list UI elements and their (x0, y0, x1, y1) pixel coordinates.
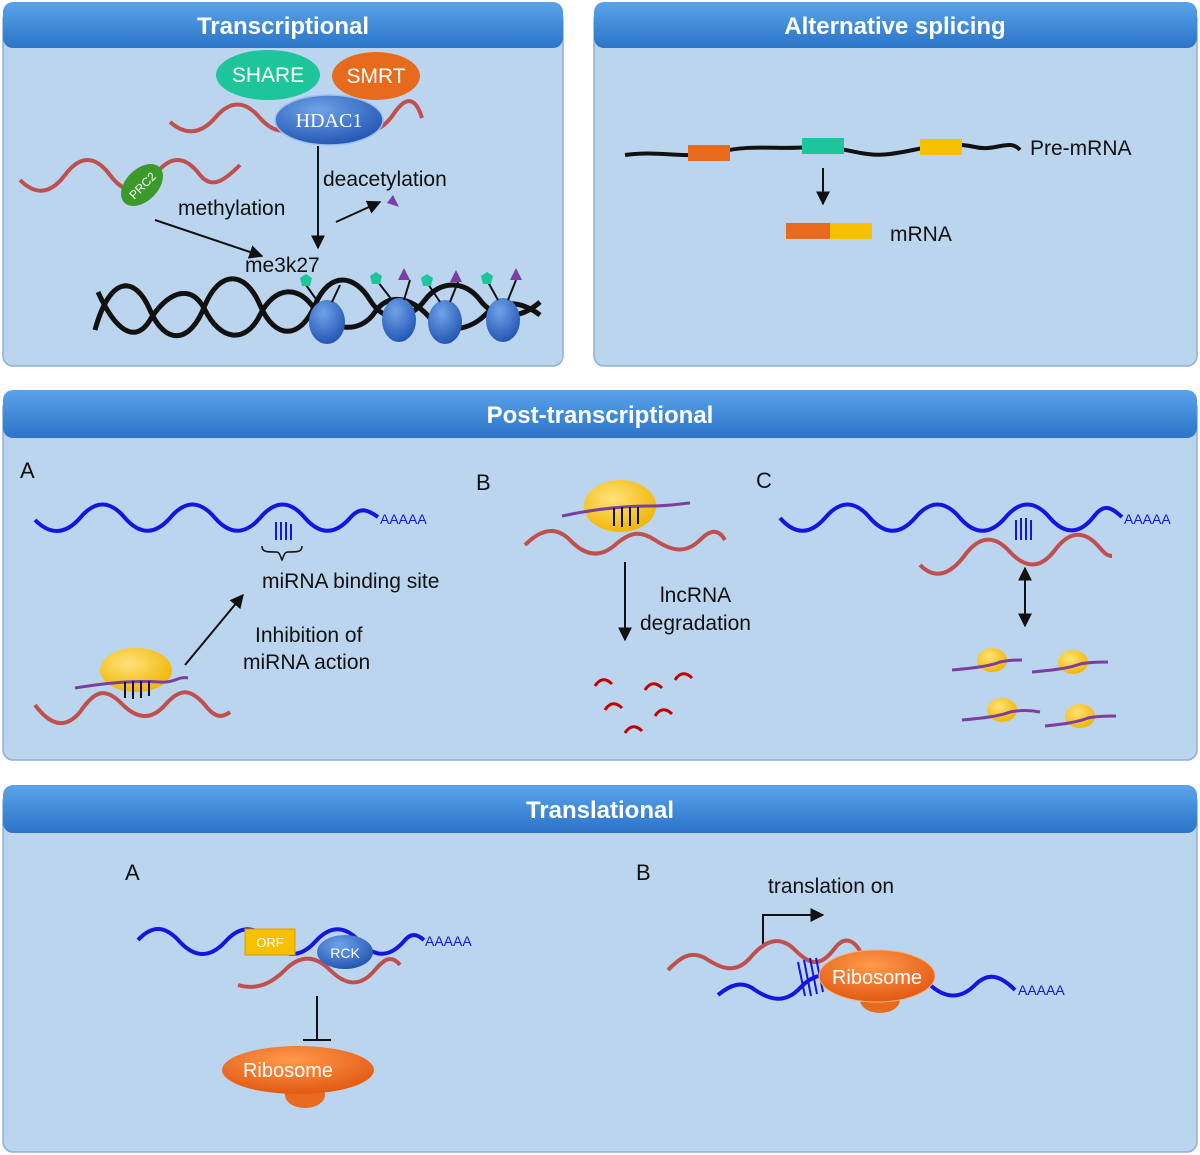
lncrna-strand (33, 690, 232, 726)
post-a-letter: A (20, 458, 35, 483)
orf-label: ORF (256, 935, 284, 950)
mrna-label: mRNA (890, 223, 952, 246)
acetyl-mark-icon (387, 195, 399, 207)
arrow-icon (762, 908, 825, 948)
acetyl-mark-icon (398, 268, 410, 280)
inhibition-label-line2: miRNA action (243, 651, 370, 674)
degraded-fragments (593, 672, 694, 734)
translational-header (3, 785, 1197, 833)
acetyl-mark-icon (450, 270, 462, 282)
base-pairing-marks (124, 681, 150, 699)
nucleosome (486, 298, 520, 342)
arrow-icon (184, 593, 244, 666)
trans-a-letter: A (125, 860, 140, 885)
translational-title: Translational (526, 797, 674, 824)
translational-panel: Translational A AAAAA ORF RCK Ribosome B… (2, 785, 1198, 1153)
mirna-strand (561, 501, 691, 518)
arrow-icon (335, 200, 382, 223)
pre-mrna-label: Pre-mRNA (1030, 137, 1132, 160)
nucleosome (428, 300, 462, 344)
trans-b-ribosome-label: Ribosome (832, 967, 922, 989)
acetyl-mark-icon (510, 268, 522, 280)
share-label: SHARE (232, 64, 304, 87)
methyl-mark-icon (300, 274, 312, 286)
ago-protein (100, 648, 172, 692)
nucleosome (382, 298, 416, 342)
mrna-exon-orange (786, 223, 830, 239)
methyl-mark-icon (421, 274, 433, 286)
post-transcriptional-panel: Post-transcriptional A AAAAA miRNA bindi… (2, 390, 1198, 761)
mrna-strand (778, 502, 1124, 533)
alternative-splicing-panel: Alternative splicing Pre-mRNA mRNA (593, 2, 1198, 367)
deacetylation-label: deacetylation (323, 168, 447, 191)
transcriptional-panel: Transcriptional SHARE SMRT HDAC1 PRC2 me… (2, 2, 564, 367)
trans-a-ribosome-label: Ribosome (243, 1060, 333, 1082)
orf-box (244, 928, 296, 956)
exon-orange (688, 145, 730, 161)
lncrna-strand (237, 956, 402, 989)
mirna-binding-marks (1015, 518, 1032, 540)
histone-tails (305, 279, 517, 303)
alternative-splicing-title: Alternative splicing (784, 13, 1005, 40)
mirna-binding-marks (275, 522, 292, 540)
lncrna-strand (523, 529, 727, 556)
mirna-strand (74, 676, 189, 690)
mirna-complexes (951, 648, 1117, 728)
trans-b-poly-a: AAAAA (1018, 982, 1065, 998)
degradation-label-line1: lncRNA (660, 584, 731, 607)
arrow-icon (154, 219, 264, 259)
methyl-mark-icon (481, 272, 493, 284)
hdac1-label: HDAC1 (296, 110, 363, 132)
post-c-letter: C (756, 468, 772, 493)
smrt-protein (332, 52, 420, 100)
trans-a-poly-a: AAAAA (425, 933, 472, 949)
hdac1-protein (274, 94, 384, 146)
nucleosome (309, 300, 345, 344)
post-transcriptional-header (3, 390, 1197, 438)
lncrna-strand (666, 938, 864, 972)
post-a-poly-a: AAAAA (380, 511, 427, 527)
share-protein (216, 50, 320, 100)
transcriptional-title: Transcriptional (197, 13, 369, 40)
transcriptional-header (3, 2, 563, 48)
inhibition-label-line1: Inhibition of (255, 624, 363, 647)
methylation-label: methylation (178, 197, 285, 220)
post-transcriptional-title: Post-transcriptional (487, 402, 714, 429)
base-pairing-marks (613, 507, 639, 527)
exon-teal (802, 138, 844, 154)
mirna-binding-site-label: miRNA binding site (262, 570, 439, 593)
post-b-letter: B (476, 470, 491, 495)
mrna-strand (33, 502, 380, 533)
lncrna-strand (918, 532, 1113, 576)
trans-b-letter: B (636, 860, 651, 885)
smrt-label: SMRT (346, 65, 405, 88)
brace-icon (261, 545, 303, 562)
translation-on-label: translation on (768, 875, 894, 898)
methyl-mark-icon (370, 272, 382, 284)
inhibit-icon (303, 996, 331, 1041)
ribosome (818, 949, 936, 1003)
exon-yellow (920, 139, 962, 155)
post-c-poly-a: AAAAA (1124, 511, 1171, 527)
mrna-exon-yellow (830, 223, 872, 239)
rck-protein (317, 935, 373, 969)
degradation-label-line2: degradation (640, 612, 751, 635)
dna-helix (92, 276, 542, 339)
alternative-splicing-header (594, 2, 1197, 48)
rck-label: RCK (330, 945, 360, 961)
ribosome (222, 1046, 374, 1094)
me3k27-label: me3k27 (245, 254, 320, 277)
